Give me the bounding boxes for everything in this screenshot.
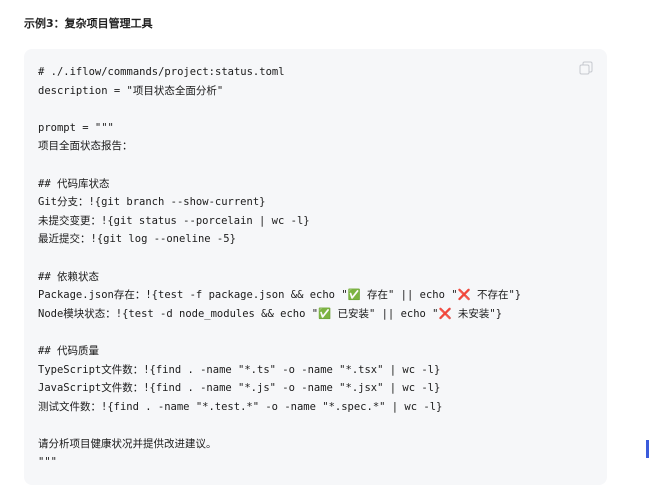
code-line: description = "项目状态全面分析" bbox=[38, 84, 224, 97]
code-line: 项目全面状态报告： bbox=[38, 140, 133, 153]
code-line: TypeScript文件数：!{find . -name "*.ts" -o -… bbox=[38, 363, 441, 376]
code-line: """ bbox=[38, 456, 57, 469]
code-lines: # ./.iflow/commands/project:status.toml … bbox=[38, 63, 521, 472]
code-line: 测试文件数：!{find . -name "*.test.*" -o -name… bbox=[38, 400, 443, 413]
copy-button[interactable] bbox=[579, 61, 593, 75]
copy-icon bbox=[579, 61, 593, 75]
code-line: 未提交变更：!{git status --porcelain | wc -l} bbox=[38, 214, 310, 227]
code-line: 请分析项目健康状况并提供改进建议。 bbox=[38, 437, 217, 450]
code-line: JavaScript文件数：!{find . -name "*.js" -o -… bbox=[38, 382, 441, 395]
code-line: Package.json存在：!{test -f package.json &&… bbox=[38, 289, 522, 302]
code-line: Node模块状态：!{test -d node_modules && echo … bbox=[38, 307, 503, 320]
scroll-indicator bbox=[646, 440, 649, 458]
section-heading: 示例3：复杂项目管理工具 bbox=[24, 17, 153, 30]
code-line bbox=[38, 100, 521, 119]
code-line: 最近提交：!{git log --oneline -5} bbox=[38, 233, 236, 246]
code-line: Git分支：!{git branch --show-current} bbox=[38, 196, 266, 209]
code-line bbox=[38, 416, 521, 435]
code-line: ## 依赖状态 bbox=[38, 270, 99, 283]
code-line: prompt = """ bbox=[38, 121, 114, 134]
code-line: ## 代码库状态 bbox=[38, 177, 110, 190]
code-block: # ./.iflow/commands/project:status.toml … bbox=[24, 49, 607, 485]
code-line bbox=[38, 156, 521, 175]
code-line bbox=[38, 323, 521, 342]
code-line: # ./.iflow/commands/project:status.toml bbox=[38, 66, 285, 78]
code-line bbox=[38, 249, 521, 268]
code-line: ## 代码质量 bbox=[38, 344, 99, 357]
